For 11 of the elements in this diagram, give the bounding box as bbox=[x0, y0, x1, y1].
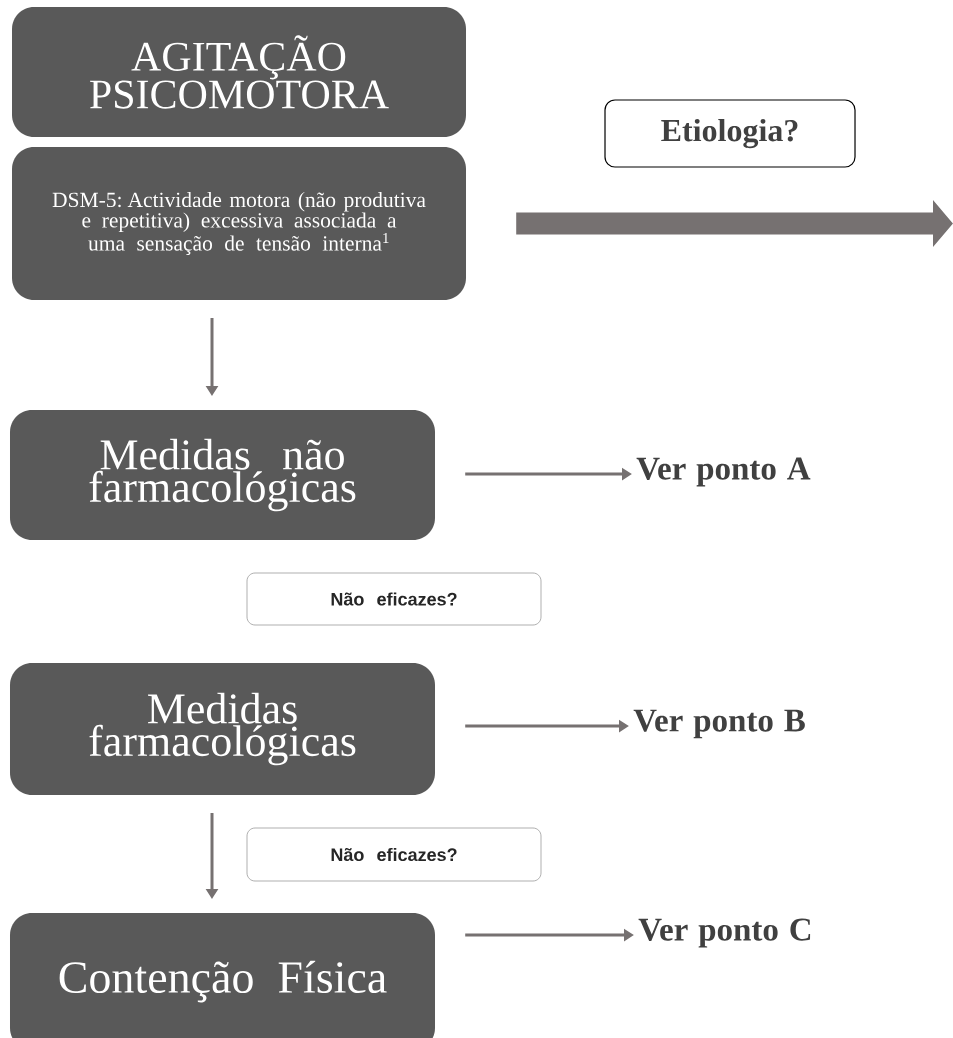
question-box: Não eficazes? bbox=[246, 827, 542, 882]
process-box: Contenção Física bbox=[10, 913, 435, 1038]
process-box: DSM-5: Actividade motora (não produtiva e repetitiva) excessiva associada a uma sensação de tensão interna$^{1}$ bbox=[12, 147, 466, 300]
process-box: Medidas não farmacológicas bbox=[10, 410, 435, 540]
question-box: Etiologia? bbox=[604, 99, 856, 168]
step-reference: Ver ponto A bbox=[636, 457, 811, 487]
question-box: Não eficazes? bbox=[246, 572, 542, 626]
step-reference: Ver ponto B bbox=[633, 709, 805, 739]
process-box: Medidas farmacológicas bbox=[10, 663, 435, 795]
process-box: AGITAÇÃO PSICOMOTORA bbox=[12, 7, 466, 137]
step-reference: Ver ponto C bbox=[638, 918, 811, 948]
